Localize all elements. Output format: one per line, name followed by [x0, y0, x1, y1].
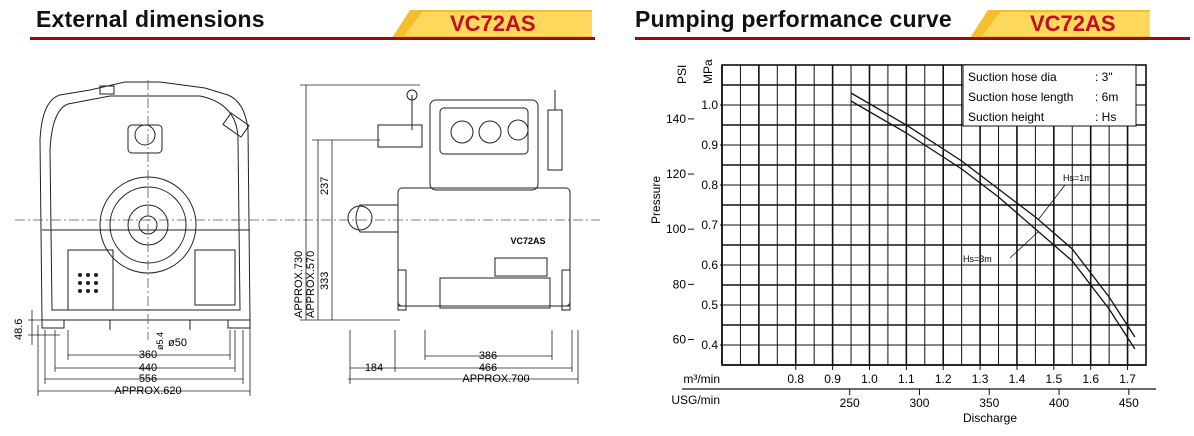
model-label-right: VC72AS	[1030, 11, 1116, 36]
dim-approx-570: APPROX.570	[305, 251, 317, 318]
header-rule-right	[635, 37, 1190, 40]
y-tick-mpa: 0.4	[701, 338, 718, 352]
y-tick-psi: 60	[673, 333, 687, 347]
model-banner	[392, 8, 592, 42]
chart-ticks: 0.4 0.5 0.6 0.7 0.8 0.9 1.0 60 80 100 120 140 0.8 0.9…	[666, 98, 1156, 410]
y-tick-mpa: 0.7	[701, 218, 718, 232]
x-tick-usg: 400	[1049, 396, 1069, 410]
hs3-leader	[1009, 231, 1039, 259]
legend-hose-length-value: : 6m	[1095, 90, 1118, 104]
plot-frame	[721, 64, 1147, 366]
header-rule	[30, 37, 595, 40]
dim-184: 184	[365, 362, 383, 374]
x-tick-m3: 1.4	[1009, 372, 1026, 386]
chart-legend: Suction hose dia : 3" Suction hose lengt…	[962, 64, 1137, 127]
hs3-label: Hs=3m	[963, 254, 992, 264]
m3-unit-label: m³/min	[683, 372, 720, 386]
x-tick-m3: 1.0	[861, 372, 878, 386]
dimension-drawing: 360 440 556 APPROX.620 ø50 ø5.4 48.6 VC7…	[13, 80, 600, 397]
dim-48-6: 48.6	[13, 319, 25, 340]
dim-phi-5-4: ø5.4	[155, 332, 165, 350]
performance-curve-title: Pumping performance curve	[635, 6, 952, 32]
chart-curves	[850, 92, 1136, 350]
external-dimensions-panel: External dimensions VC72AS	[13, 6, 600, 397]
x-tick-usg: 300	[909, 396, 929, 410]
dim-approx-620: APPROX.620	[114, 385, 181, 397]
legend-hose-length-label: Suction hose length	[968, 90, 1073, 104]
x-tick-m3: 0.8	[787, 372, 804, 386]
y-tick-psi: 100	[666, 222, 686, 236]
curve-hs3	[850, 100, 1136, 350]
y-tick-mpa: 0.9	[701, 138, 718, 152]
hs1-leader	[1037, 184, 1066, 221]
x-tick-usg: 450	[1119, 396, 1139, 410]
y-tick-mpa: 0.5	[701, 298, 718, 312]
model-label: VC72AS	[450, 11, 536, 36]
x-tick-m3: 1.5	[1045, 372, 1062, 386]
legend-hose-dia-value: : 3"	[1095, 70, 1113, 84]
psi-unit-label: PSI	[675, 65, 689, 84]
model-banner-right	[970, 8, 1150, 42]
legend-hose-dia-label: Suction hose dia	[968, 70, 1057, 84]
x-tick-m3: 0.9	[824, 372, 841, 386]
dim-466: 466	[479, 362, 497, 374]
dim-approx-700: APPROX.700	[462, 373, 529, 385]
dim-phi-50: ø50	[168, 337, 187, 349]
pressure-axis-label: Pressure	[649, 176, 663, 224]
dim-237: 237	[319, 177, 331, 195]
dim-556: 556	[139, 373, 157, 385]
y-tick-psi: 140	[666, 112, 686, 126]
performance-curve-panel: Pumping performance curve VC72AS PSI MPa…	[620, 0, 1194, 436]
x-tick-m3: 1.3	[972, 372, 989, 386]
legend-suction-height-value: : Hs	[1095, 110, 1116, 124]
dim-386: 386	[479, 350, 497, 362]
usg-unit-label: USG/min	[671, 393, 720, 407]
mpa-unit-label: MPa	[701, 59, 715, 84]
external-dimensions-title: External dimensions	[36, 6, 265, 32]
discharge-axis-label: Discharge	[963, 411, 1017, 425]
y-tick-mpa: 0.8	[701, 178, 718, 192]
dim-333: 333	[319, 272, 331, 290]
x-tick-m3: 1.6	[1082, 372, 1099, 386]
x-tick-usg: 350	[979, 396, 999, 410]
y-tick-mpa: 0.6	[701, 258, 718, 272]
dim-approx-730: APPROX.730	[293, 251, 305, 318]
dim-360: 360	[139, 349, 157, 361]
pump-badge: VC72AS	[510, 236, 545, 246]
y-tick-mpa: 1.0	[701, 98, 718, 112]
y-tick-psi: 120	[666, 167, 686, 181]
curve-hs1	[850, 92, 1136, 338]
x-tick-m3: 1.7	[1119, 372, 1136, 386]
x-tick-usg: 250	[840, 396, 860, 410]
performance-chart: PSI MPa Pressure Discharge m³/min USG/mi…	[649, 59, 1156, 425]
x-tick-m3: 1.2	[935, 372, 952, 386]
dim-440: 440	[139, 362, 157, 374]
x-tick-m3: 1.1	[898, 372, 915, 386]
y-tick-psi: 80	[673, 277, 687, 291]
hs1-label: Hs=1m	[1063, 173, 1092, 183]
legend-suction-height-label: Suction height	[968, 110, 1045, 124]
